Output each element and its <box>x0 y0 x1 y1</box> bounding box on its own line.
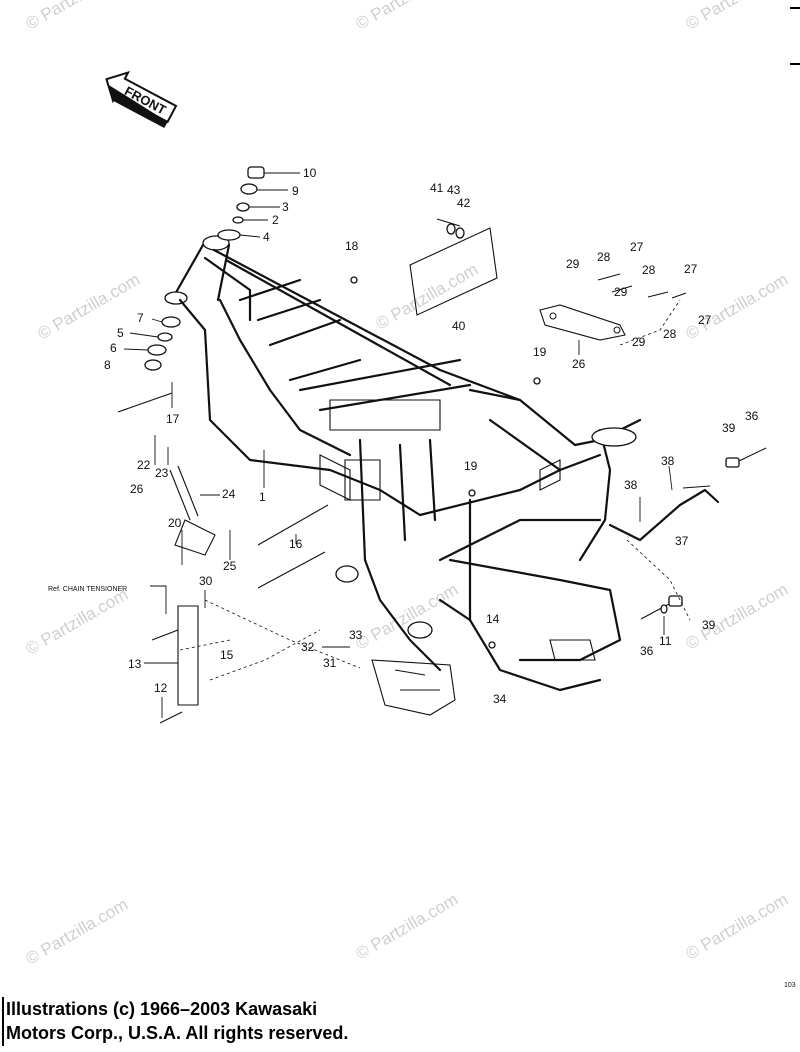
callout-label: 22 <box>137 458 151 472</box>
callout-label: 7 <box>137 311 144 325</box>
watermark: © Partzilla.com <box>23 895 132 969</box>
callout-label: 34 <box>493 692 507 706</box>
callout-label: 3 <box>282 200 289 214</box>
callout-label: 5 <box>117 326 124 340</box>
callout-label: 32 <box>301 640 315 654</box>
callout-label: 27 <box>630 240 644 254</box>
watermark: © Partzilla.com <box>35 270 144 344</box>
callout-label: 18 <box>345 239 359 253</box>
callout-label: 40 <box>452 319 466 333</box>
callout-label: 4 <box>263 230 270 244</box>
dashed-guides <box>179 299 691 681</box>
callout-label: 23 <box>155 466 169 480</box>
watermark: © Partzilla.com <box>353 580 462 654</box>
callout-label: 29 <box>566 257 580 271</box>
callout-label: 16 <box>289 537 303 551</box>
callout-label: 30 <box>199 574 213 588</box>
callout-label: 2 <box>272 213 279 227</box>
callout-label: 19 <box>533 345 547 359</box>
callout-label: 20 <box>168 516 182 530</box>
callout-label: 31 <box>323 656 337 670</box>
callout-label: 39 <box>702 618 716 632</box>
leader-lines <box>123 172 673 718</box>
callout-label: 43 <box>447 183 461 197</box>
callout-label: 28 <box>597 250 611 264</box>
chain-tensioner-note: Ref. CHAIN TENSIONER <box>48 586 127 593</box>
callout-label: 37 <box>675 534 689 548</box>
callout-label: 13 <box>128 657 142 671</box>
callout-label: 36 <box>640 644 654 658</box>
frame-drawing <box>164 227 720 716</box>
callout-label: 27 <box>698 313 712 327</box>
callout-label: 11 <box>659 634 672 648</box>
page-number: 103 <box>784 982 796 989</box>
callout-label: 10 <box>303 166 317 180</box>
watermark: © Partzilla.com <box>683 580 792 654</box>
callout-label: 27 <box>684 262 698 276</box>
front-arrow-icon: FRONT <box>105 70 178 129</box>
hardware-parts <box>117 166 767 724</box>
callout-label: 29 <box>614 285 628 299</box>
callout-label: 17 <box>166 412 180 426</box>
callout-label: 1 <box>259 490 266 504</box>
callout-label: 36 <box>745 409 759 423</box>
callout-label: 26 <box>130 482 144 496</box>
copyright-line-2: Motors Corp., U.S.A. All rights reserved… <box>6 1023 348 1043</box>
watermark: © Partzilla.com <box>683 270 792 344</box>
callout-label: 28 <box>642 263 656 277</box>
callout-label: 8 <box>104 358 111 372</box>
callout-label: 6 <box>110 341 117 355</box>
callout-label: 19 <box>464 459 478 473</box>
callout-label: 39 <box>722 421 736 435</box>
watermark: © Partzilla.com <box>23 585 132 659</box>
callout-label: 14 <box>486 612 500 626</box>
callout-label: 15 <box>220 648 234 662</box>
callout-label: 26 <box>572 357 586 371</box>
callout-label: 42 <box>457 196 471 210</box>
callout-labels: 10 9 3 2 4 7 5 6 8 17 1 22 23 26 24 20 2… <box>48 166 759 706</box>
callout-label: 12 <box>154 681 168 695</box>
watermark: © Partzilla.com <box>683 890 792 964</box>
callout-label: 38 <box>624 478 638 492</box>
callout-label: 28 <box>663 327 677 341</box>
callout-label: 41 <box>430 181 444 195</box>
callout-label: 24 <box>222 487 236 501</box>
callout-label: 38 <box>661 454 675 468</box>
copyright-line-1: Illustrations (c) 1966–2003 Kawasaki <box>6 999 317 1019</box>
callout-label: 9 <box>292 184 299 198</box>
watermark: © Partzilla.com <box>683 0 792 33</box>
callout-label: 25 <box>223 559 237 573</box>
watermark: © Partzilla.com <box>353 0 462 33</box>
callout-label: 29 <box>632 335 646 349</box>
watermark: © Partzilla.com <box>23 0 132 33</box>
callout-label: 33 <box>349 628 363 642</box>
watermark: © Partzilla.com <box>353 890 462 964</box>
